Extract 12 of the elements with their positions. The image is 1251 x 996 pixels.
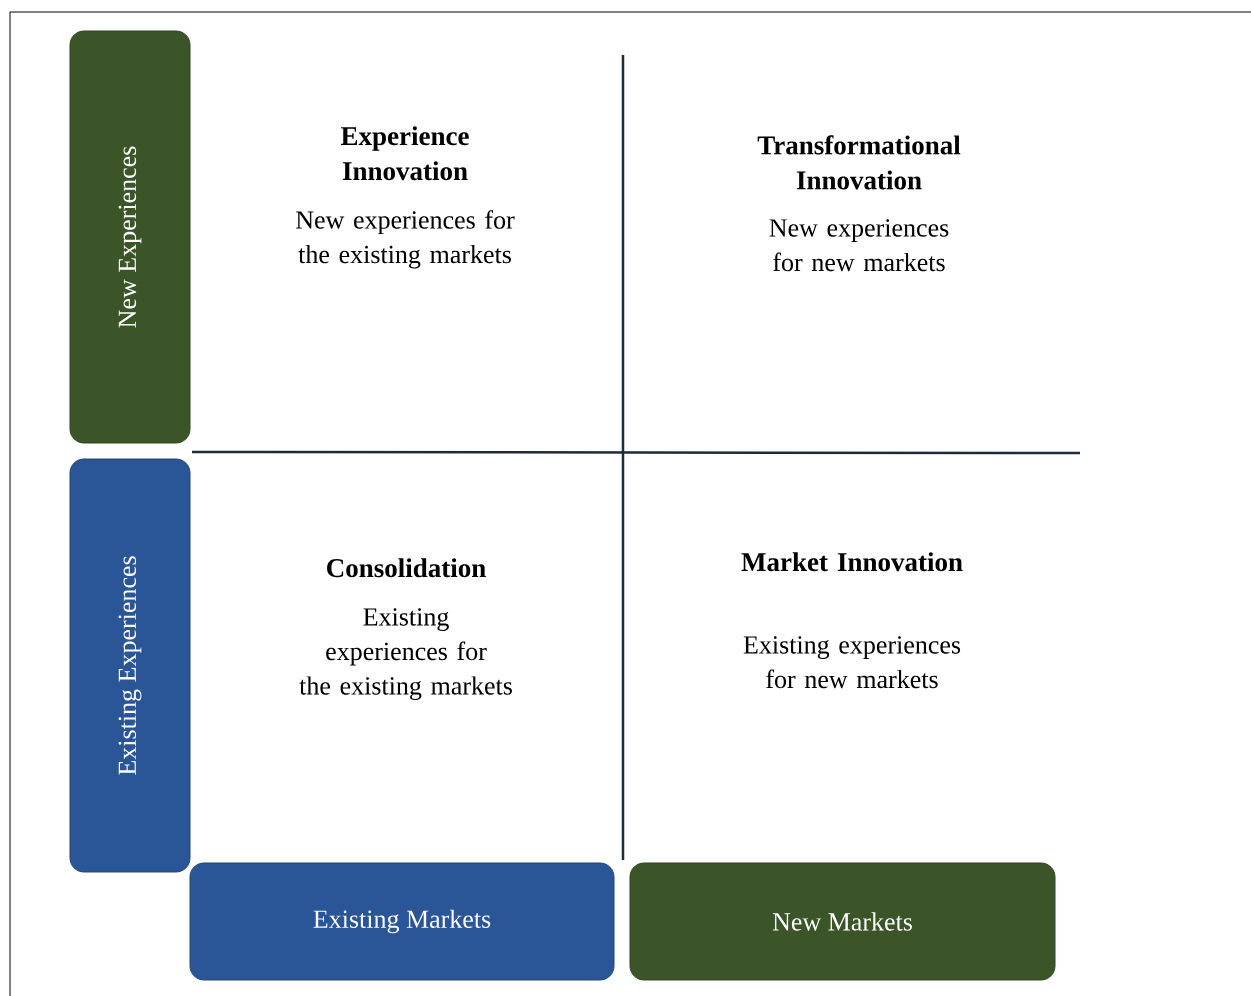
quadrant-heading: Market Innovation [741, 552, 963, 572]
quadrant-text: Existing experiences for new markets [743, 636, 961, 689]
quadrant-text: Existing experiences for the existing markets [299, 608, 512, 701]
quadrant-text: New experiences for the existing markets [296, 210, 515, 269]
quadrant-heading: Transformational Innovation [757, 135, 961, 190]
quadrant-heading: Experience Innovation [341, 126, 469, 181]
axis-box: New Markets [629, 862, 1056, 981]
axis-box: Existing Markets [189, 862, 615, 981]
axis-box: Existing Experiences [69, 458, 191, 873]
quadrant-heading: Consolidation [327, 558, 486, 578]
quadrant-text: New experiences for new markets [769, 219, 949, 272]
axis-box: New Experiences [69, 30, 191, 444]
